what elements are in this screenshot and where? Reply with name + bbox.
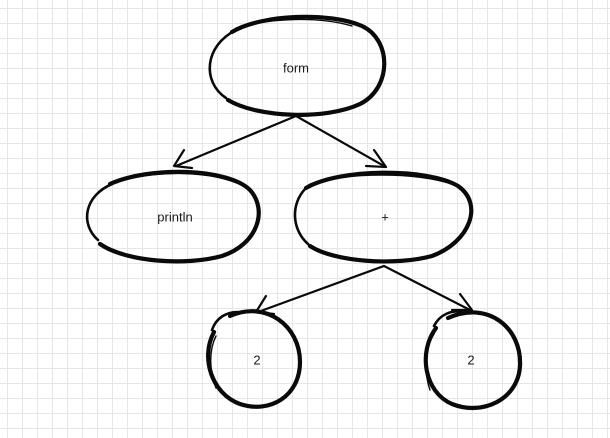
node-println-label: println: [157, 209, 193, 225]
node-two-left-label: 2: [253, 352, 261, 368]
node-two-right-label: 2: [467, 352, 475, 368]
node-println-outline: [85, 169, 261, 264]
edge-plus-to-left-two: [254, 264, 386, 316]
node-form-label: form: [283, 60, 309, 76]
edge-form-to-plus: [294, 114, 388, 169]
node-form-outline: [208, 14, 387, 117]
node-plus-outline: [293, 170, 474, 264]
edge-form-to-println: [172, 114, 298, 170]
node-two-right-outline: [423, 310, 523, 410]
edge-plus-to-right-two: [382, 264, 474, 312]
node-plus-label: +: [381, 209, 389, 225]
node-two-left-outline: [206, 309, 303, 409]
